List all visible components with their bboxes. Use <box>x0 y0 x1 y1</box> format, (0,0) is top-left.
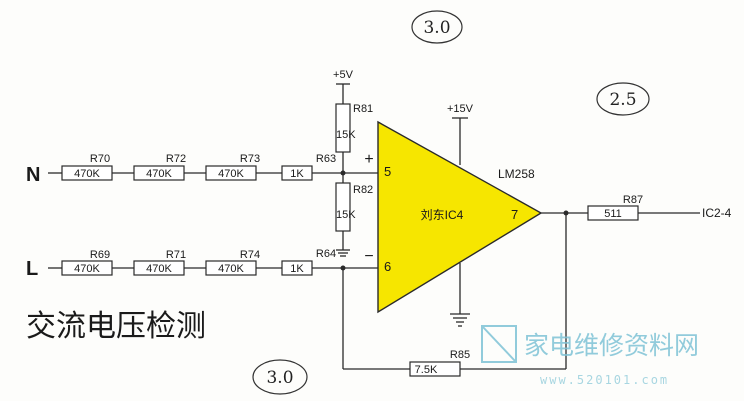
input-n-label: N <box>26 164 40 186</box>
junction-l <box>340 265 346 271</box>
resistor-r72-value: 470K <box>146 168 172 180</box>
watermark-url: www.520101.com <box>540 373 669 387</box>
resistor-r63-value: 1K <box>290 168 304 180</box>
resistor-r71-name: R71 <box>166 249 186 261</box>
resistor-r74-value: 470K <box>218 263 244 275</box>
resistor-r69-value: 470K <box>74 263 100 275</box>
input-l-label: L <box>26 258 38 280</box>
page-title: 交流电压检测 <box>26 309 206 344</box>
ground-symbol-divider <box>336 249 350 257</box>
annotation-right-circle <box>596 82 650 116</box>
annotation-bottom-circle <box>252 359 308 395</box>
annotation-right-value: 2.5 <box>609 90 636 110</box>
supply-plus5v: +5V <box>333 69 354 104</box>
resistor-r64: 1K R64 <box>281 248 336 276</box>
opamp-ic-label: 刘东IC4 <box>421 208 464 222</box>
resistor-r81: R81 15K <box>335 103 373 153</box>
opamp-plus-sign: + <box>364 151 373 168</box>
resistor-r70: 470K R70 <box>61 153 113 181</box>
annotation-right: 2.5 <box>596 82 650 116</box>
resistor-r69-name: R69 <box>90 249 110 261</box>
resistor-r71-value: 470K <box>146 263 172 275</box>
resistor-r81-name: R81 <box>353 103 373 115</box>
resistor-r74: 470K R74 <box>205 249 260 276</box>
resistor-r73: 470K R73 <box>205 153 260 181</box>
resistor-r64-value: 1K <box>290 263 304 275</box>
resistor-r87: 511 R87 <box>587 194 643 221</box>
resistor-r69: 470K R69 <box>61 249 113 276</box>
watermark-text: 家电维修资料网 <box>524 331 699 360</box>
resistor-r73-value: 470K <box>218 168 244 180</box>
resistor-r63-name: R63 <box>316 153 336 165</box>
junction-n <box>340 170 346 176</box>
resistor-r85-name: R85 <box>450 349 470 361</box>
resistor-r64-name: R64 <box>316 248 336 260</box>
annotation-top-circle <box>411 10 463 44</box>
annotation-bottom-value: 3.0 <box>266 368 293 388</box>
ground-symbol-opamp <box>450 263 470 327</box>
annotation-top: 3.0 <box>411 10 463 44</box>
resistor-r85-value: 7.5K <box>415 364 438 376</box>
resistor-r73-name: R73 <box>240 153 260 165</box>
supply-plus5v-label: +5V <box>333 69 354 81</box>
resistor-r72: 470K R72 <box>133 153 186 181</box>
opamp-minus-sign: − <box>364 248 373 265</box>
supply-plus15v: +15V <box>447 103 474 165</box>
annotation-top-value: 3.0 <box>423 18 450 38</box>
resistor-r81-value: 15K <box>336 129 356 141</box>
junction-output <box>563 210 569 216</box>
resistor-r82: R82 15K <box>335 182 373 232</box>
resistor-r70-value: 470K <box>74 168 100 180</box>
opamp-pin7: 7 <box>511 207 518 222</box>
annotation-bottom: 3.0 <box>252 359 308 395</box>
resistor-r82-value: 15K <box>336 209 356 221</box>
resistor-r70-name: R70 <box>90 153 110 165</box>
resistor-r72-name: R72 <box>166 153 186 165</box>
resistor-r71: 470K R71 <box>133 249 186 276</box>
resistor-r82-name: R82 <box>353 184 373 196</box>
resistor-r85: 7.5K R85 <box>409 349 470 377</box>
output-label-ic2-4: IC2-4 <box>702 206 732 220</box>
opamp-pin6: 6 <box>384 259 391 274</box>
opamp-lm258: + − 5 6 7 刘东IC4 LM258 <box>364 120 543 314</box>
resistor-r87-value: 511 <box>604 208 622 220</box>
opamp-part-name: LM258 <box>498 167 535 181</box>
resistor-r63: 1K R63 <box>281 153 336 181</box>
supply-plus15v-label: +15V <box>447 103 474 115</box>
resistor-r87-name: R87 <box>623 194 643 206</box>
opamp-triangle <box>377 120 543 314</box>
opamp-pin5: 5 <box>384 164 391 179</box>
watermark: 家电维修资料网 www.520101.com <box>481 325 699 387</box>
resistor-r74-name: R74 <box>240 249 260 261</box>
watermark-logo-icon <box>481 325 517 363</box>
